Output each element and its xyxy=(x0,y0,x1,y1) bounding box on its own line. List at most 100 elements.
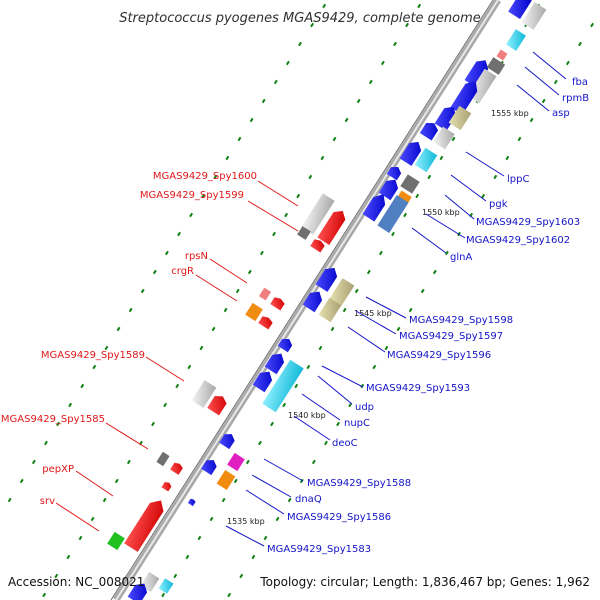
guide-dot xyxy=(553,79,558,85)
guide-dot xyxy=(152,269,157,275)
guide-dot xyxy=(408,307,413,313)
gene-arrow-blue xyxy=(201,460,217,476)
label-spy1583[interactable]: MGAS9429_Spy1583 xyxy=(267,544,371,555)
kbp-ticks: 1555 kbp 1550 kbp 1545 kbp 1540 kbp 1535… xyxy=(227,109,529,526)
gene-labels-left: MGAS9429_Spy1600 MGAS9429_Spy1599 rpsN c… xyxy=(1,171,257,507)
guide-dot xyxy=(140,288,145,294)
guide-dot xyxy=(308,174,313,180)
guide-dot xyxy=(251,554,256,560)
guide-dot xyxy=(104,345,109,351)
guide-dot xyxy=(165,250,169,256)
label-lppC[interactable]: lppC xyxy=(507,174,529,185)
label-asp[interactable]: asp xyxy=(552,108,570,119)
label-spy1602[interactable]: MGAS9429_Spy1602 xyxy=(466,235,570,246)
guide-dot xyxy=(368,79,373,85)
label-crgR[interactable]: crgR xyxy=(171,266,194,277)
guide-dot xyxy=(227,592,232,598)
guide-dot xyxy=(151,421,155,427)
label-spy1598[interactable]: MGAS9429_Spy1598 xyxy=(409,315,513,326)
guide-dot xyxy=(245,459,250,465)
guide-dot xyxy=(332,136,337,142)
guide-dot xyxy=(199,345,204,351)
label-spy1596[interactable]: MGAS9429_Spy1596 xyxy=(387,350,491,361)
label-spy1588[interactable]: MGAS9429_Spy1588 xyxy=(307,478,411,489)
gene-arrow-red xyxy=(258,316,273,330)
gene-arrow-red xyxy=(207,396,227,416)
gene-arrow-blue xyxy=(386,166,402,181)
guide-dot xyxy=(102,497,107,503)
gene-cyan xyxy=(414,147,438,173)
guide-dot xyxy=(322,3,327,9)
guide-dot xyxy=(260,250,264,256)
tick-1550: 1550 kbp xyxy=(422,208,460,217)
guide-dot xyxy=(68,402,73,408)
label-dnaQ[interactable]: dnaQ xyxy=(295,494,322,505)
guide-dot xyxy=(187,364,192,370)
guide-dot xyxy=(391,231,395,237)
guide-dot xyxy=(318,345,323,351)
gene-arrow-red xyxy=(124,500,164,552)
gene-arrow-blue xyxy=(252,371,273,393)
gene-pink xyxy=(496,49,508,61)
guide-dot xyxy=(379,250,383,256)
guide-dots xyxy=(7,3,595,598)
label-rpsN[interactable]: rpsN xyxy=(185,251,208,262)
guide-dot xyxy=(114,478,119,484)
guide-dot xyxy=(249,117,254,123)
gene-arrow-blue xyxy=(399,141,422,166)
label-pepXP[interactable]: pepXP xyxy=(42,464,74,475)
guide-dot xyxy=(360,383,365,389)
guide-dot xyxy=(258,440,262,446)
guide-dot xyxy=(372,364,377,370)
guide-dot xyxy=(294,383,299,389)
gene-arrow-blue xyxy=(464,60,489,88)
gene-steelblue xyxy=(377,195,409,233)
label-srv[interactable]: srv xyxy=(40,496,55,507)
guide-dot xyxy=(56,421,60,427)
guide-dot xyxy=(320,155,325,161)
guide-dot xyxy=(342,307,347,313)
guide-dot xyxy=(225,155,230,161)
gene-arrow-red xyxy=(161,482,172,492)
label-rpmB[interactable]: rpmB xyxy=(562,93,589,104)
guide-dot xyxy=(415,193,420,199)
guide-dot xyxy=(233,478,238,484)
label-spy1589[interactable]: MGAS9429_Spy1589 xyxy=(41,350,145,361)
gene-arrow-red xyxy=(270,297,285,311)
guide-dot xyxy=(42,592,47,598)
label-spy1586[interactable]: MGAS9429_Spy1586 xyxy=(287,512,391,523)
gene-green xyxy=(107,531,125,551)
guide-dot xyxy=(356,98,361,104)
guide-dot xyxy=(366,269,371,275)
guide-dot xyxy=(44,440,48,446)
guide-dot xyxy=(116,326,121,332)
tick-1555: 1555 kbp xyxy=(491,109,529,118)
guide-dot xyxy=(273,79,278,85)
label-pgk[interactable]: pgk xyxy=(489,199,508,210)
label-deoC[interactable]: deoC xyxy=(332,438,358,449)
guide-dot xyxy=(235,288,240,294)
guide-dot xyxy=(213,174,218,180)
label-spy1600[interactable]: MGAS9429_Spy1600 xyxy=(153,171,257,182)
guide-dot xyxy=(270,421,274,427)
gene-arrow-blue xyxy=(127,583,148,600)
guide-dot xyxy=(285,60,290,66)
guide-dot xyxy=(405,22,410,28)
tick-1540: 1540 kbp xyxy=(288,411,326,420)
label-spy1593[interactable]: MGAS9429_Spy1593 xyxy=(366,383,470,394)
guide-dot xyxy=(177,231,181,237)
label-spy1599[interactable]: MGAS9429_Spy1599 xyxy=(140,190,244,201)
label-spy1585[interactable]: MGAS9429_Spy1585 xyxy=(1,414,105,425)
guide-dot xyxy=(578,41,582,47)
genome-title: Streptococcus pyogenes MGAS9429, complet… xyxy=(119,11,481,26)
label-nupC[interactable]: nupC xyxy=(344,418,370,429)
label-fba[interactable]: fba xyxy=(572,77,588,88)
gene-cyan xyxy=(506,29,526,51)
guide-dot xyxy=(19,478,24,484)
label-spy1603[interactable]: MGAS9429_Spy1603 xyxy=(476,217,580,228)
label-udp[interactable]: udp xyxy=(355,402,374,413)
guide-dot xyxy=(517,136,522,142)
guide-dot xyxy=(311,459,316,465)
label-spy1597[interactable]: MGAS9429_Spy1597 xyxy=(399,331,503,342)
label-glnA[interactable]: glnA xyxy=(450,252,472,263)
